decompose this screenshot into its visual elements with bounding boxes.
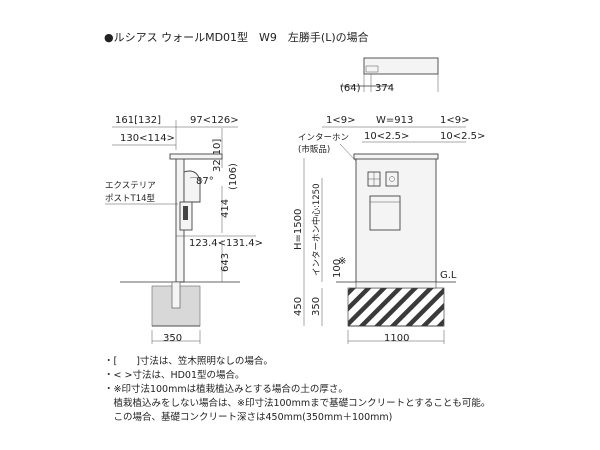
dim-97: 97<126> [190,115,239,126]
dim-10-left: 10<2.5> [364,131,409,142]
intercom-label-2: (市販品) [298,144,330,155]
dim-1100: 1100 [384,333,409,344]
mailbox-front [369,195,401,231]
post-label-1: エクステリア [105,181,156,191]
drawing-title: ●ルシアス ウォールMD01型 W9 左勝手(L)の場合 [104,30,369,44]
top-view: (64) 374 [340,57,439,94]
note-4: 植栽植込みをしない場合は、※印寸法100mmまで基礎コンクリートとすることも可能… [104,397,490,409]
dim-w: W=913 [376,115,413,126]
dim-100: 100 [332,259,343,278]
note-1: ・[ ]寸法は、笠木照明なしの場合。 [104,355,273,367]
dim-123: 123.4<131.4> [189,238,263,249]
dim-1-left: 1<9> [326,115,355,126]
dim-161: 161[132] [115,115,161,126]
top-view-wall [363,57,439,75]
dim-1-right: 1<9> [440,115,469,126]
top-dim-374: 374 [375,83,394,94]
side-cap [169,153,223,160]
dim-643: 643 [220,253,231,272]
dim-450: 450 [293,297,304,316]
dim-intercom-center: インターホン中心:1250 [311,184,322,277]
asterisk-mark: ※ [338,256,346,267]
dim-350-vertical: 350 [311,297,322,316]
front-cap [353,153,439,160]
mailbox-side [183,170,201,203]
dim-h-1500: H=1500 [293,209,304,250]
intercom-label-1: インターホン [298,133,349,143]
note-2: ・< >寸法は、HD01型の場合。 [104,369,245,381]
top-view-post [365,65,379,73]
dim-350-horizontal: 350 [163,333,182,344]
notes: ・[ ]寸法は、笠木照明なしの場合。 ・< >寸法は、HD01型の場合。 ・※印… [104,355,490,423]
nameplate [385,171,399,187]
top-dim-64: (64) [340,83,361,94]
dim-10-right: 10<2.5> [440,131,485,142]
post-label-2: ポストT14型 [105,194,156,204]
dim-130: 130<114> [120,133,175,144]
angle-87: 87° [196,176,214,187]
note-5: この場合、基礎コンクリート深さは450mm(350mm＋100mm) [104,411,392,423]
dim-414: 414 [220,199,231,218]
side-view: 161[132] 97<126> 130<114> 32[10] (106) 8… [105,115,263,344]
note-3: ・※印寸法100mmは植栽植込みとする場合の土の厚さ。 [104,383,348,395]
dim-106: (106) [228,163,239,190]
front-view: 1<9> W=913 1<9> 10<2.5> 10<2.5> インターホン (… [293,115,485,344]
gl-label: G.L [440,270,457,281]
mailbox-slot [183,206,188,220]
front-foundation [347,287,445,327]
